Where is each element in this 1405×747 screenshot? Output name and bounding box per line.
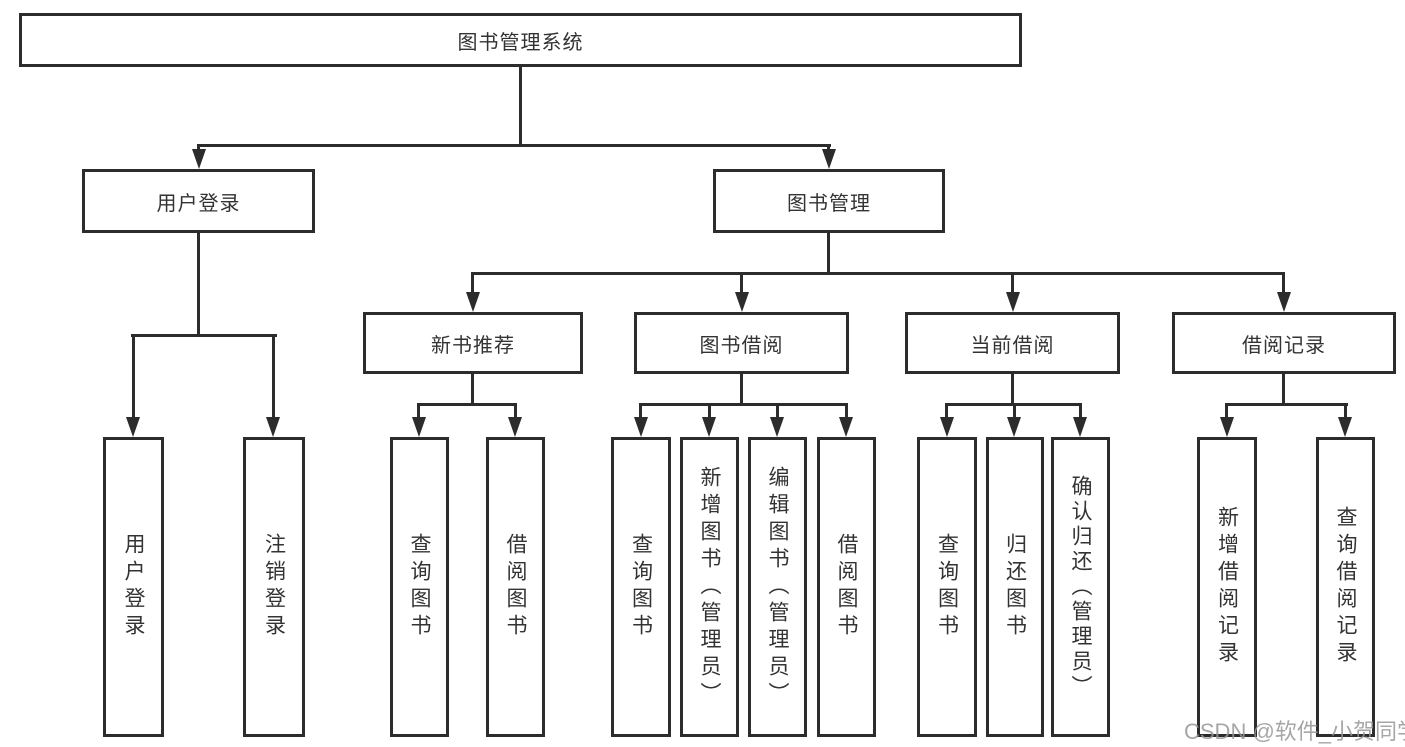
leaf-user-login: 用户登录 [103,437,164,737]
connector-vline [1282,374,1285,406]
connector-stub [1013,403,1016,419]
leaf-query-book-recommend-label: 查询图书 [408,533,432,641]
connector-vline [740,374,743,406]
leaf-query-book-recommend: 查询图书 [390,437,449,737]
leaf-add-book-admin-label: 新增图书（管理员） [698,465,722,709]
leaf-confirm-return-admin: 确认归还（管理员） [1051,437,1110,737]
leaf-confirm-return-admin-label: 确认归还（管理员） [1069,474,1093,700]
connector-stub [1282,272,1285,293]
connector-vline [1011,374,1014,406]
leaf-borrow-book-label: 借阅图书 [835,533,859,641]
connector-l3-hline [471,272,1285,275]
connector-stub [514,403,517,419]
connector-stub [776,403,779,419]
connector-user-login-hline [131,334,277,337]
node-user-login-label: 用户登录 [156,192,241,215]
leaf-borrow-book: 借阅图书 [817,437,876,737]
leaf-query-book-current-label: 查询图书 [935,533,959,641]
connector-l1-hline [197,144,831,147]
connector-stub [417,403,420,419]
connector-root-vline [519,67,522,147]
node-book-management-label: 图书管理 [787,192,871,215]
connector-stub [1079,403,1082,419]
leaf-add-book-admin: 新增图书（管理员） [680,437,739,737]
connector-hline [417,403,517,406]
arrow-down-icon [702,417,716,437]
arrow-down-icon [266,417,280,437]
connector-stub [639,403,642,419]
node-new-book-recommend-label: 新书推荐 [431,334,515,357]
connector-stub [708,403,711,419]
leaf-edit-book-admin: 编辑图书（管理员） [748,437,807,737]
connector-stub [1011,272,1014,293]
leaf-edit-book-admin-label: 编辑图书（管理员） [766,465,790,709]
node-library-system-label: 图书管理系统 [457,31,584,54]
connector-user-login-vline [197,233,200,336]
arrow-down-icon [735,292,749,312]
csdn-watermark: CSDN @软件_小贺同学 [1184,719,1405,744]
node-book-management: 图书管理 [713,169,945,233]
leaf-borrow-book-recommend: 借阅图书 [486,437,545,737]
arrow-down-icon [508,417,522,437]
leaf-return-book: 归还图书 [986,437,1044,737]
connector-stub [845,403,848,419]
connector-stub [945,403,948,419]
connector-vline [471,374,474,406]
connector-stub [471,272,474,293]
arrow-down-icon [1007,417,1021,437]
leaf-add-borrow-record-label: 新增借阅记录 [1215,506,1239,668]
arrow-down-icon [466,292,480,312]
arrow-down-icon [1073,417,1087,437]
connector-stub [740,272,743,293]
connector-stub [197,144,200,152]
leaf-logout: 注销登录 [243,437,305,737]
leaf-logout-label: 注销登录 [262,533,286,641]
node-current-borrow-label: 当前借阅 [970,334,1055,357]
connector-stub [132,334,135,418]
node-borrow-records: 借阅记录 [1172,312,1396,374]
arrow-down-icon [634,417,648,437]
node-new-book-recommend: 新书推荐 [363,312,583,374]
leaf-query-borrow-record: 查询借阅记录 [1316,437,1375,737]
leaf-add-borrow-record: 新增借阅记录 [1197,437,1257,737]
leaf-query-book-borrow-label: 查询图书 [629,533,653,641]
node-user-login: 用户登录 [82,169,315,233]
arrow-down-icon [412,417,426,437]
arrow-down-icon [126,417,140,437]
connector-stub [272,334,275,418]
node-borrow-records-label: 借阅记录 [1242,334,1326,357]
connector-hline [639,403,848,406]
connector-book-mgmt-vline [827,233,830,275]
arrow-down-icon [1277,292,1291,312]
arrow-down-icon [1006,292,1020,312]
connector-hline [1225,403,1348,406]
node-book-borrow-label: 图书借阅 [699,334,784,357]
arrow-down-icon [822,149,836,169]
arrow-down-icon [1220,417,1234,437]
connector-stub [1344,403,1347,419]
connector-stub [827,144,830,152]
leaf-query-book-current: 查询图书 [917,437,977,737]
arrow-down-icon [839,417,853,437]
arrow-down-icon [192,149,206,169]
node-library-system: 图书管理系统 [19,13,1022,67]
leaf-return-book-label: 归还图书 [1003,533,1027,641]
leaf-user-login-label: 用户登录 [122,533,146,641]
connector-stub [1225,403,1228,419]
arrow-down-icon [770,417,784,437]
node-current-borrow: 当前借阅 [905,312,1120,374]
arrow-down-icon [1338,417,1352,437]
node-book-borrow: 图书借阅 [634,312,849,374]
leaf-borrow-book-recommend-label: 借阅图书 [504,533,528,641]
arrow-down-icon [940,417,954,437]
leaf-query-book-borrow: 查询图书 [611,437,671,737]
leaf-query-borrow-record-label: 查询借阅记录 [1334,506,1358,668]
